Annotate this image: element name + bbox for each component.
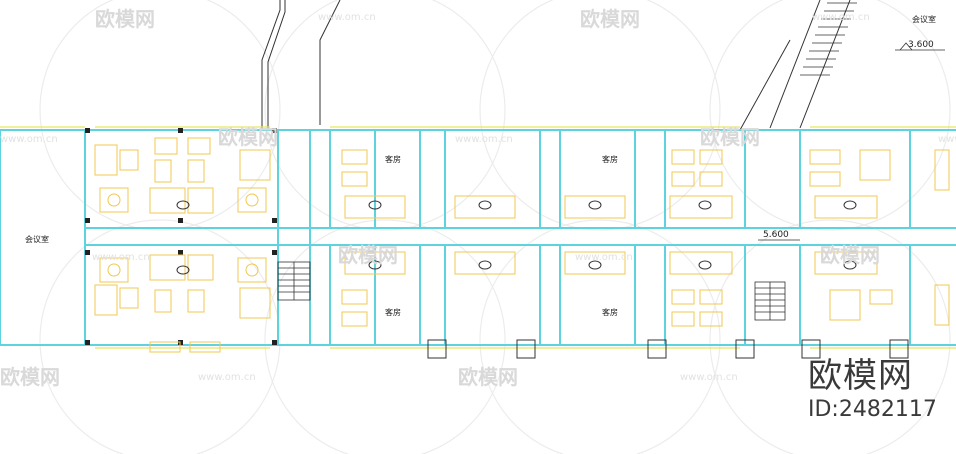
columns xyxy=(85,128,277,345)
stairs-left xyxy=(277,261,311,301)
watermark-logo-7: 欧模网 xyxy=(0,365,60,389)
watermark-url-3: www.om.cn xyxy=(0,134,58,145)
brand-stamp: 欧模网 ID:2482117 xyxy=(808,356,948,436)
meeting-room-label-left: 会议室 xyxy=(25,234,49,244)
guest-room-label-1: 客房 xyxy=(385,154,401,164)
watermark-logo-4: 欧模网 xyxy=(700,125,760,149)
furniture xyxy=(94,137,950,353)
walls xyxy=(0,129,956,346)
guest-room-label-4: 客房 xyxy=(602,307,618,317)
balconies xyxy=(427,339,909,359)
watermark-logo-2: 欧模网 xyxy=(580,7,640,31)
elevation-marker-a xyxy=(895,42,945,51)
meeting-room-label-top-right: 会议室 xyxy=(912,14,936,24)
watermark-logo-8: 欧模网 xyxy=(458,365,518,389)
watermarks: 欧模网 www.om.cn 欧模网 www.om.cn 欧模网 www.om.c… xyxy=(0,7,956,389)
top-structure xyxy=(261,0,851,131)
windows xyxy=(0,126,956,349)
watermark-url-5: www.om.cn xyxy=(938,134,956,145)
watermark-logo-1: 欧模网 xyxy=(95,7,155,31)
watermark-logo-6: 欧模网 xyxy=(820,243,880,267)
watermark-url-8: www.om.cn xyxy=(198,372,256,383)
watermark-url-7: www.om.cn xyxy=(575,252,633,263)
watermark-url-4: www.om.cn xyxy=(455,134,513,145)
stairs-right xyxy=(754,281,786,321)
elevation-label-b: 5.600 xyxy=(763,230,789,240)
watermark-circles xyxy=(39,0,951,454)
brand-id: ID:2482117 xyxy=(808,397,937,422)
guest-room-label-2: 客房 xyxy=(602,154,618,164)
elevation-label-a: 3.600 xyxy=(908,40,934,50)
ramp-stairs-top xyxy=(800,2,857,76)
watermark-url-1: www.om.cn xyxy=(318,12,376,23)
watermark-logo-3: 欧模网 xyxy=(218,125,278,149)
brand-logo: 欧模网 xyxy=(808,356,913,396)
watermark-url-6: www.om.cn xyxy=(92,252,150,263)
watermark-logo-5: 欧模网 xyxy=(338,243,398,267)
toilet-fixtures xyxy=(176,200,857,275)
guest-room-label-3: 客房 xyxy=(385,307,401,317)
watermark-url-9: www.om.cn xyxy=(680,372,738,383)
watermark-url-2: www.om.cn xyxy=(812,12,870,23)
